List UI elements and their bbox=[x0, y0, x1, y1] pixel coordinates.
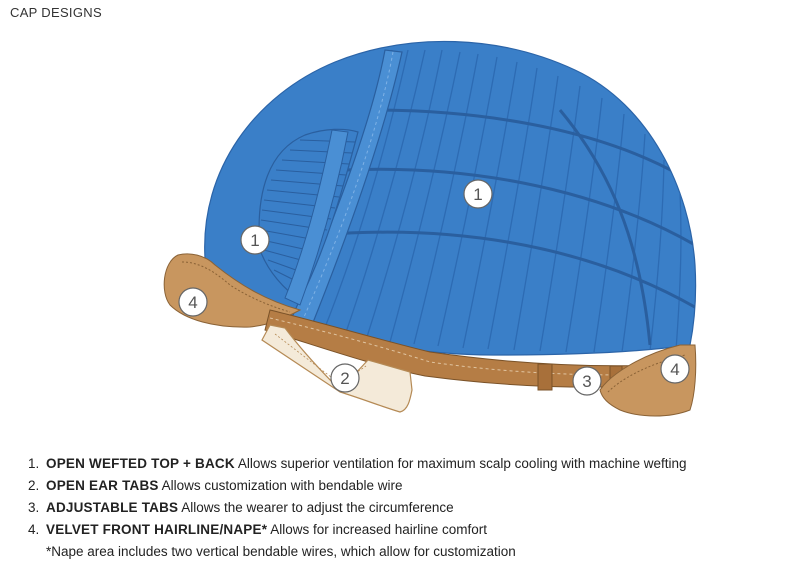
svg-text:3: 3 bbox=[582, 372, 591, 391]
legend-list: 1. OPEN WEFTED TOP + BACK Allows superior… bbox=[28, 453, 687, 563]
callout-top-1: 1 bbox=[463, 179, 493, 209]
callout-side-1: 1 bbox=[240, 225, 270, 255]
legend-number: 2. bbox=[28, 478, 40, 493]
svg-text:1: 1 bbox=[473, 185, 482, 204]
legend-label: OPEN EAR TABS bbox=[46, 478, 159, 493]
legend-description: Allows superior ventilation for maximum … bbox=[237, 456, 687, 471]
legend-number: 4. bbox=[28, 522, 40, 537]
legend-item: 4. VELVET FRONT HAIRLINE/NAPE* Allows for… bbox=[28, 519, 687, 541]
cap-body bbox=[204, 40, 697, 356]
page-title: CAP DESIGNS bbox=[10, 5, 102, 20]
callout-tab-3: 3 bbox=[572, 366, 602, 396]
legend-description: Allows the wearer to adjust the circumfe… bbox=[181, 500, 454, 515]
side-weft-section bbox=[258, 128, 359, 306]
legend-label: VELVET FRONT HAIRLINE/NAPE* bbox=[46, 522, 268, 537]
legend-footnote: *Nape area includes two vertical bendabl… bbox=[46, 544, 516, 559]
legend-item: 2. OPEN EAR TABS Allows customization wit… bbox=[28, 475, 687, 497]
cap-diagram: 1 1 4 2 3 4 bbox=[163, 40, 697, 417]
legend-description: Allows customization with bendable wire bbox=[161, 478, 403, 493]
legend-number: 1. bbox=[28, 456, 40, 471]
legend-label: OPEN WEFTED TOP + BACK bbox=[46, 456, 235, 471]
callout-nape-4: 4 bbox=[660, 354, 690, 384]
ear-tab bbox=[261, 324, 413, 413]
row-lines bbox=[319, 108, 696, 346]
legend-item: 3. ADJUSTABLE TABS Allows the wearer to a… bbox=[28, 497, 687, 519]
svg-text:1: 1 bbox=[250, 231, 259, 250]
svg-text:4: 4 bbox=[188, 293, 197, 312]
legend-label: ADJUSTABLE TABS bbox=[46, 500, 179, 515]
svg-text:4: 4 bbox=[670, 360, 679, 379]
legend-description: Allows for increased hairline comfort bbox=[270, 522, 488, 537]
legend-item: 1. OPEN WEFTED TOP + BACK Allows superior… bbox=[28, 453, 687, 475]
callout-front-4: 4 bbox=[178, 287, 208, 317]
callout-ear-2: 2 bbox=[330, 363, 360, 393]
svg-text:2: 2 bbox=[340, 369, 349, 388]
legend-number: 3. bbox=[28, 500, 40, 515]
